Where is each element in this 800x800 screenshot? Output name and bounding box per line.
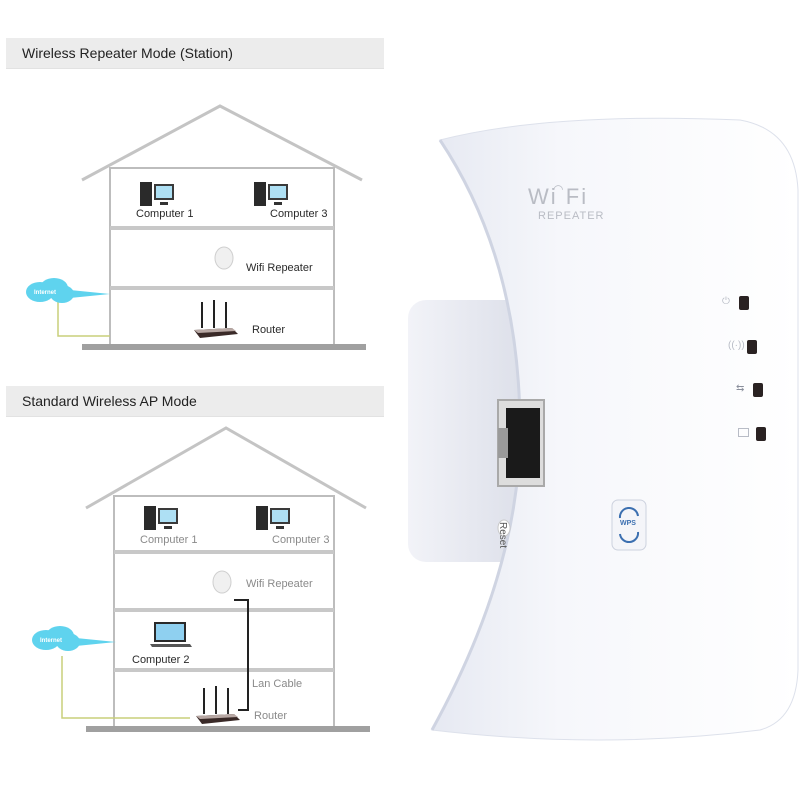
internet-cloud-icon [26, 278, 110, 303]
lan-port-icon [738, 428, 749, 437]
router-icon [194, 300, 238, 338]
wifi-repeater-icon [212, 570, 232, 594]
desktop-computer-icon [254, 182, 288, 206]
wifi-signal-icon: ◠ [553, 182, 564, 196]
computer-2-label: Computer 2 [132, 654, 190, 666]
laptop-icon [150, 622, 192, 647]
computer-1-label: Computer 1 [140, 534, 198, 546]
router-icon [196, 686, 240, 724]
power-icon: ⏻ [722, 296, 730, 307]
device-body [408, 117, 799, 741]
reset-label: Reset [497, 522, 508, 549]
diagram-ap-mode: Standard Wireless AP Mode Internet Compu… [6, 386, 384, 736]
diagram-repeater-mode: Wireless Repeater Mode (Station) Interne… [6, 38, 384, 368]
panel-title-bar: Standard Wireless AP Mode [6, 386, 384, 417]
internet-cloud-label: Internet [40, 638, 63, 644]
diagram-title: Wireless Repeater Mode (Station) [22, 45, 233, 61]
desktop-computer-icon [144, 506, 178, 530]
desktop-computer-icon [140, 182, 174, 206]
wifi-repeater-label: Wifi Repeater [246, 578, 313, 590]
panel-title-bar: Wireless Repeater Mode (Station) [6, 38, 384, 69]
sync-arrows-icon: ⇆ [736, 383, 745, 394]
wifi-logo-text: Wi Fi [528, 184, 589, 209]
wifi-repeater-label: Wifi Repeater [246, 262, 313, 274]
diagram-title: Standard Wireless AP Mode [22, 393, 197, 409]
repeater-device-photo: Wi Fi ◠ REPEATER ⏻ ((·)) ⇆ Reset WPS [400, 110, 800, 750]
repeater-logo-text: REPEATER [538, 210, 605, 222]
wifi-repeater-icon [214, 246, 234, 270]
computer-1-label: Computer 1 [136, 208, 194, 220]
wireless-signal-icon: ((·)) [728, 340, 745, 351]
computer-3-label: Computer 3 [272, 534, 330, 546]
router-label: Router [252, 324, 286, 336]
lan-cable-label: Lan Cable [252, 678, 303, 690]
internet-cloud-icon [32, 626, 116, 651]
computer-3-label: Computer 3 [270, 208, 328, 220]
internet-cloud-label: Internet [34, 290, 57, 296]
desktop-computer-icon [256, 506, 290, 530]
house-illustration [61, 426, 370, 732]
router-label: Router [254, 710, 288, 722]
wps-button-label[interactable]: WPS [620, 520, 636, 527]
